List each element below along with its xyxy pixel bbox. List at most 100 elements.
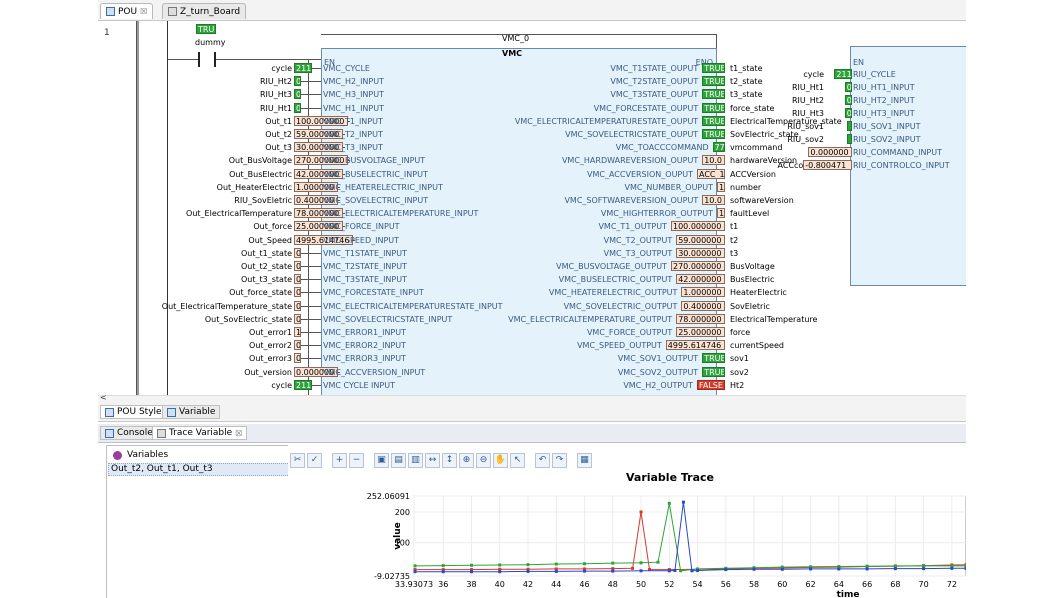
output-value[interactable]: TRUE — [702, 89, 725, 100]
riu-input-value[interactable]: -0.800471 — [803, 160, 852, 170]
output-value[interactable]: TRUE — [702, 63, 725, 73]
input-value[interactable]: 0 — [294, 274, 302, 285]
tab-console[interactable]: Console — [100, 426, 158, 440]
riu-input-value[interactable]: 0 — [844, 82, 852, 92]
expand-y-icon[interactable]: ↕ — [442, 452, 457, 468]
output-value[interactable]: 59.000000 — [676, 234, 725, 245]
zoom-out-icon[interactable]: ⊖ — [476, 452, 491, 468]
pointer-icon[interactable]: ↖ — [510, 452, 525, 468]
contact-bar-left[interactable] — [198, 52, 200, 67]
data-point — [554, 562, 558, 566]
input-value[interactable]: 0 — [294, 102, 302, 113]
input-value[interactable]: 25.000000 — [294, 221, 343, 232]
output-value[interactable]: 100.000000 — [671, 221, 725, 232]
input-value[interactable]: 0 — [294, 76, 302, 87]
close-icon[interactable]: ☒ — [235, 428, 243, 438]
input-pin-label: VMC_ERROR3_INPUT — [323, 354, 406, 364]
input-value[interactable]: 211 — [294, 63, 312, 73]
add-variable-icon[interactable]: + — [332, 452, 347, 468]
export-image-icon[interactable]: ▦ — [577, 452, 592, 468]
input-value[interactable]: 1 — [294, 327, 302, 337]
input-value[interactable]: 0 — [294, 300, 302, 311]
output-value[interactable]: 4995.614746 — [665, 340, 725, 351]
contact-bar-right[interactable] — [214, 52, 216, 67]
tab-z-turn-board-label: Z_turn_Board — [180, 6, 241, 17]
output-value[interactable]: TRUE — [702, 353, 725, 364]
input-value[interactable]: 0 — [294, 340, 302, 351]
close-icon[interactable]: ☒ — [140, 7, 148, 16]
input-value[interactable]: 0 — [294, 353, 302, 364]
undo-icon[interactable]: ↶ — [535, 452, 550, 468]
scroll-left-icon[interactable]: < — [100, 393, 107, 402]
pan-icon[interactable]: ✋ — [493, 452, 508, 468]
clear-icon[interactable]: ✂ — [290, 452, 305, 468]
output-value[interactable]: 42.000000 — [676, 274, 725, 285]
input-value[interactable]: 0.000000 — [294, 366, 338, 377]
output-value[interactable]: TRUE — [702, 366, 725, 377]
tab-z-turn-board[interactable]: Z_turn_Board — [162, 3, 247, 19]
zoom-in-icon[interactable]: ⊕ — [459, 452, 474, 468]
output-value[interactable]: 1 — [717, 181, 725, 192]
list-item[interactable]: Out_t2, Out_t1, Out_t3 — [108, 463, 306, 476]
output-value[interactable]: FALSE — [697, 379, 725, 390]
output-value[interactable]: 270.000000 — [671, 261, 725, 271]
output-value[interactable]: 0.400000 — [681, 300, 725, 311]
input-value[interactable]: 0 — [294, 287, 302, 298]
output-value[interactable]: TRUE — [702, 115, 725, 126]
input-value[interactable]: 0 — [294, 247, 302, 258]
input-value[interactable]: 270.000000 — [294, 155, 348, 166]
output-value[interactable]: TRUE — [702, 76, 725, 87]
output-value[interactable]: 25.000000 — [676, 327, 725, 337]
fit-icon[interactable]: ▣ — [374, 452, 389, 468]
output-variable-label: t3_state — [730, 90, 763, 100]
console-icon — [105, 428, 114, 438]
riu-input-value[interactable]: 0 — [844, 108, 852, 118]
output-value[interactable]: 77 — [712, 142, 725, 153]
output-value[interactable]: TRUE — [702, 129, 725, 139]
vmc-function-block[interactable]: VMC EN ENO — [321, 48, 717, 395]
input-value[interactable]: 0 — [294, 89, 302, 100]
input-value[interactable]: 4995.614746 — [294, 234, 354, 245]
check-icon[interactable]: ✓ — [307, 452, 322, 468]
riu-function-block[interactable]: EN — [850, 46, 966, 286]
input-value[interactable]: 78.000000 — [294, 208, 343, 219]
tab-variable[interactable]: Variable — [162, 405, 221, 419]
data-point — [583, 567, 587, 571]
output-value[interactable]: 10.0 — [702, 195, 725, 205]
riu-input-value[interactable] — [847, 134, 852, 144]
output-value[interactable]: 1.000000 — [681, 287, 725, 298]
riu-input-value[interactable] — [847, 121, 852, 131]
input-value[interactable]: 42.000000 — [294, 168, 343, 179]
input-value[interactable]: 211 — [294, 379, 312, 390]
input-value[interactable]: 100.000000 — [294, 115, 348, 126]
output-value[interactable]: 1 — [717, 208, 725, 219]
output-value[interactable]: TRUE — [702, 102, 725, 113]
input-value[interactable]: 0 — [294, 313, 302, 324]
expand-x-icon[interactable]: ↔ — [425, 452, 440, 468]
tab-console-label: Console — [117, 428, 153, 438]
ladder-editor[interactable]: 1 TRUE dummy VMC_0 VMC EN ENO EN cycle21… — [98, 21, 966, 395]
input-value[interactable]: 0 — [294, 261, 302, 271]
fit-x-icon[interactable]: ▤ — [391, 452, 406, 468]
tab-trace-variable[interactable]: Trace Variable ☒ — [152, 426, 248, 440]
output-value[interactable]: ACC_1 — [697, 168, 725, 179]
input-value[interactable]: 30.000000 — [294, 142, 343, 153]
output-value[interactable]: 10.0 — [702, 155, 725, 166]
editor-horizontal-scrollbar[interactable]: < — [98, 393, 966, 404]
output-value[interactable]: 78.000000 — [676, 313, 725, 324]
input-variable-label: cycle — [271, 64, 292, 73]
output-value[interactable]: 30.000000 — [676, 247, 725, 258]
riu-input-value[interactable]: 211 — [834, 69, 852, 79]
data-point — [583, 569, 587, 573]
riu-input-value[interactable]: 0 — [844, 95, 852, 105]
input-value[interactable]: 0.400000 — [294, 195, 338, 205]
fit-y-icon[interactable]: ▥ — [408, 452, 423, 468]
tab-pou[interactable]: POU ☒ — [100, 3, 154, 19]
riu-input-value[interactable]: 0.000000 — [808, 147, 852, 157]
input-value[interactable]: 59.000000 — [294, 129, 343, 139]
remove-variable-icon[interactable]: − — [349, 452, 364, 468]
tab-pou-style[interactable]: POU Style — [100, 405, 167, 419]
redo-icon[interactable]: ↷ — [552, 452, 567, 468]
input-value[interactable]: 1.000000 — [294, 181, 338, 192]
